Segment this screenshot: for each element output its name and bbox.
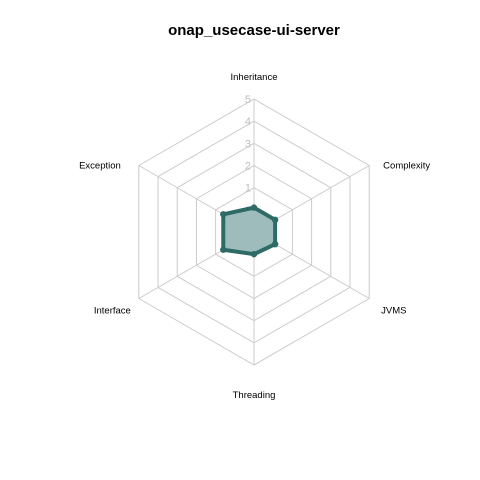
data-point-exception [220, 211, 227, 218]
chart-title: onap_usecase-ui-server [168, 22, 340, 39]
series-polygon-0 [221, 205, 278, 257]
axis-label-jvms: JVMS [381, 306, 406, 317]
data-point-interface [220, 246, 227, 253]
grid-ring-2 [195, 164, 313, 300]
tick-label-2: 2 [245, 161, 251, 173]
data-point-inheritance [250, 204, 258, 211]
series-layer [220, 204, 279, 258]
axis-label-threading: Threading [233, 390, 276, 401]
tick-label-1: 1 [245, 183, 251, 195]
axis-label-exception: Exception [79, 161, 121, 172]
axis-label-interface: Interface [94, 306, 131, 317]
tick-labels: 012345 [245, 94, 251, 217]
data-point-jvms [271, 240, 279, 248]
grid-ring-4 [157, 120, 351, 344]
axis-label-complexity: Complexity [383, 161, 430, 172]
data-point-complexity [271, 216, 279, 224]
data-point-threading [250, 250, 258, 258]
tick-label-3: 3 [245, 138, 251, 150]
grid-ring-1 [215, 187, 293, 277]
tick-label-4: 4 [245, 116, 251, 128]
grid-ring-5 [138, 98, 370, 366]
grid-ring-3 [176, 142, 332, 322]
tick-label-5: 5 [245, 94, 251, 106]
axis-label-inheritance: Inheritance [230, 72, 277, 83]
